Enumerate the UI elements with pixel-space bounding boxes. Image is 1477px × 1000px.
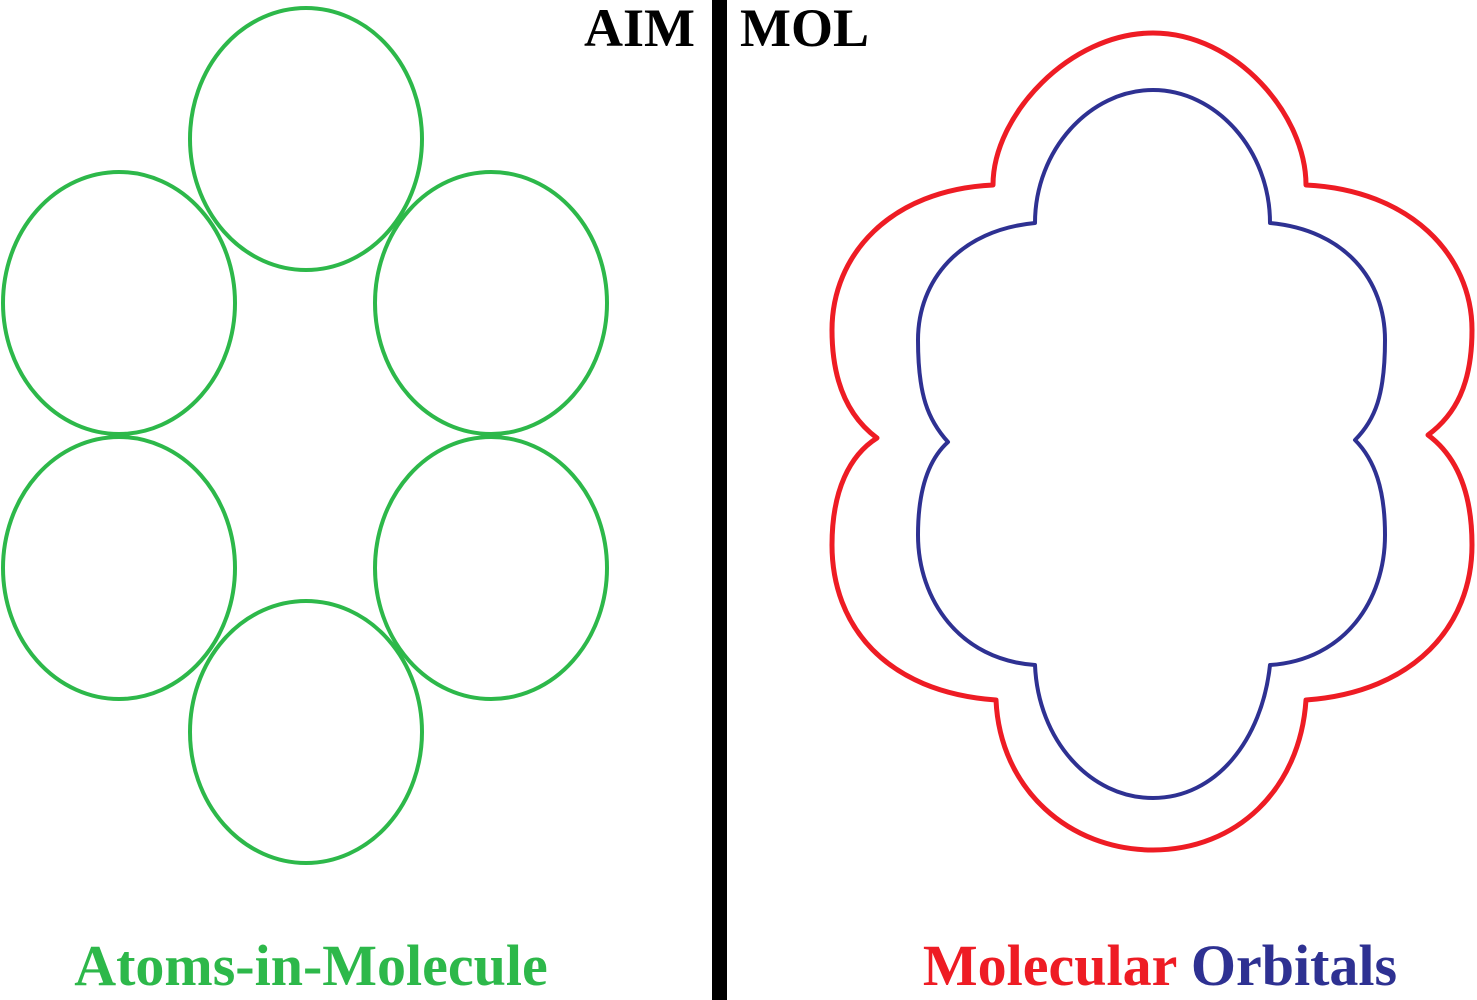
aim-atom-group	[1, 6, 609, 865]
mol-caption-orbitals: Orbitals	[1191, 933, 1397, 998]
aim-atom-lower-left	[1, 435, 237, 701]
aim-header-label: AIM	[584, 0, 695, 58]
aim-atom-top	[188, 6, 424, 272]
mol-outer-contour	[829, 30, 1475, 853]
aim-atom-upper-right	[373, 170, 609, 436]
mol-caption-molecular: Molecular	[923, 933, 1177, 998]
aim-atom-bottom	[188, 599, 424, 865]
aim-atom-lower-right	[373, 435, 609, 701]
mol-inner-contour	[916, 88, 1387, 800]
panel-divider	[712, 0, 727, 1000]
aim-caption: Atoms-in-Molecule	[74, 933, 548, 998]
mol-caption: Molecular Orbitals	[923, 933, 1397, 998]
aim-atom-upper-left	[1, 170, 237, 436]
mol-header-label: MOL	[740, 0, 869, 58]
